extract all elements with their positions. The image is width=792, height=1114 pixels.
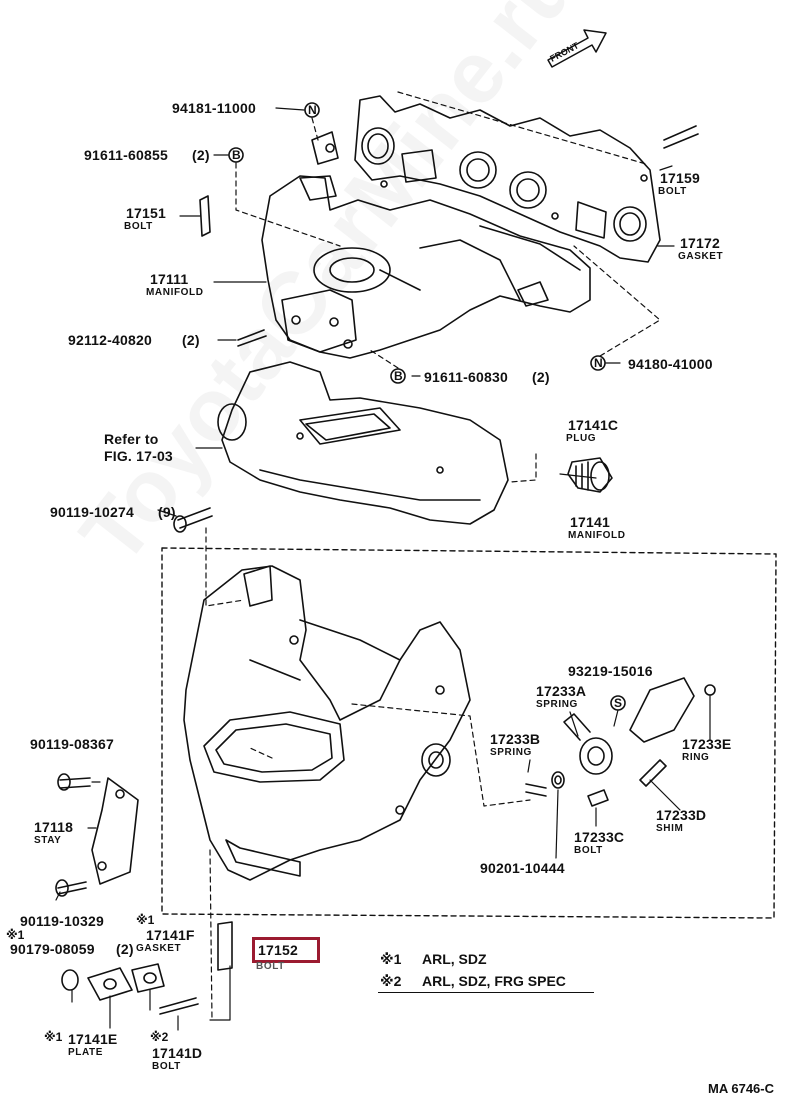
part-17233a-name: SPRING <box>536 699 578 710</box>
part-17233e-name: RING <box>682 752 710 763</box>
refer-line2[interactable]: FIG. 17-03 <box>104 448 173 464</box>
part-17159-number[interactable]: 17159 <box>660 170 700 186</box>
front-arrow-icon: FRONT <box>547 29 607 68</box>
legend-2-text: ARL, SDZ, FRG SPEC <box>422 973 566 989</box>
part-90119c-number[interactable]: 90119-10329 <box>20 913 104 929</box>
plug-17141c-drawing <box>567 457 613 493</box>
marker-s-93219: S <box>614 696 623 710</box>
part-90179-mark: ※1 <box>6 928 25 942</box>
marker-n-94180: N <box>594 356 603 370</box>
part-17141e-number[interactable]: 17141E <box>68 1031 118 1047</box>
part-17141e-mark: ※1 <box>44 1030 63 1044</box>
marker-n-94181: N <box>308 103 317 117</box>
part-17233b-name: SPRING <box>490 747 532 758</box>
part-17233d-number[interactable]: 17233D <box>656 807 707 823</box>
part-17172-number[interactable]: 17172 <box>680 235 720 251</box>
manifold-17111-drawing <box>261 131 591 359</box>
heat-insulator-drawing <box>217 361 509 525</box>
marker-b-91611b: B <box>394 369 403 383</box>
gasket-17172-drawing <box>354 95 661 263</box>
part-17141d-number[interactable]: 17141D <box>152 1045 203 1061</box>
stay-17118-drawing <box>91 777 139 885</box>
figure-reference-code: MA 6746-C <box>708 1081 774 1096</box>
part-17141-number[interactable]: 17141 <box>570 514 610 530</box>
part-17159-name: BOLT <box>658 186 687 197</box>
part-93219-number[interactable]: 93219-15016 <box>568 663 653 679</box>
part-91611a-qty: (2) <box>192 147 210 163</box>
part-17151-number[interactable]: 17151 <box>126 205 166 221</box>
part-17233c-name: BOLT <box>574 845 603 856</box>
part-90119a-number[interactable]: 90119-10274 <box>50 504 134 520</box>
part-17111-name: MANIFOLD <box>146 287 204 298</box>
part-91611b-number[interactable]: 91611-60830 <box>424 369 508 385</box>
part-91611a-number[interactable]: 91611-60855 <box>84 147 168 163</box>
part-90119a-qty: (9) <box>158 504 176 520</box>
part-17172-name: GASKET <box>678 251 724 262</box>
part-17141f-mark: ※1 <box>136 913 155 927</box>
part-17141c-number[interactable]: 17141C <box>568 417 619 433</box>
legend-underline <box>378 992 594 993</box>
legend-1-text: ARL, SDZ <box>422 951 487 967</box>
choke-opener-drawing <box>563 677 716 787</box>
part-17233c-number[interactable]: 17233C <box>574 829 625 845</box>
marker-circles <box>228 102 626 711</box>
part-17141d-name: BOLT <box>152 1061 181 1072</box>
part-17141f-name: GASKET <box>136 943 182 954</box>
part-90119b-number[interactable]: 90119-08367 <box>30 736 114 752</box>
part-17233b-number[interactable]: 17233B <box>490 731 541 747</box>
part-90201-number[interactable]: 90201-10444 <box>480 860 565 876</box>
part-17141d-mark: ※2 <box>150 1030 169 1044</box>
legend-2-mark: ※2 <box>380 973 402 989</box>
part-91611b-qty: (2) <box>532 369 550 385</box>
part-17141e-name: PLATE <box>68 1047 104 1058</box>
refer-line1: Refer to <box>104 431 159 447</box>
part-92112-qty: (2) <box>182 332 200 348</box>
dashed-connectors <box>205 91 661 1021</box>
marker-b-91611a: B <box>232 148 241 162</box>
highlight-box-17152[interactable] <box>252 937 320 963</box>
part-17152-name: BOLT <box>256 961 285 972</box>
group-box-17141 <box>161 547 777 919</box>
bolt-drawings <box>55 125 699 1015</box>
part-17233a-number[interactable]: 17233A <box>536 683 587 699</box>
part-17141f-number[interactable]: 17141F <box>146 927 195 943</box>
part-17141c-name: PLUG <box>566 433 597 444</box>
part-94180-number[interactable]: 94180-41000 <box>628 356 713 372</box>
part-17151-name: BOLT <box>124 221 153 232</box>
part-17233e-number[interactable]: 17233E <box>682 736 732 752</box>
leader-lines <box>55 107 711 1031</box>
part-17233d-name: SHIM <box>656 823 684 834</box>
part-17118-number[interactable]: 17118 <box>34 819 74 835</box>
part-90179-number[interactable]: 90179-08059 <box>10 941 95 957</box>
part-94181-number[interactable]: 94181-11000 <box>172 100 256 116</box>
manifold-17141-drawing <box>183 565 471 881</box>
part-90179-qty: (2) <box>116 941 134 957</box>
part-17152-number[interactable]: 17152 <box>258 942 298 958</box>
part-17118-name: STAY <box>34 835 62 846</box>
part-17111-number[interactable]: 17111 <box>150 271 189 287</box>
part-92112-number[interactable]: 92112-40820 <box>68 332 152 348</box>
legend-1-mark: ※1 <box>380 951 402 967</box>
part-17141-name: MANIFOLD <box>568 530 626 541</box>
